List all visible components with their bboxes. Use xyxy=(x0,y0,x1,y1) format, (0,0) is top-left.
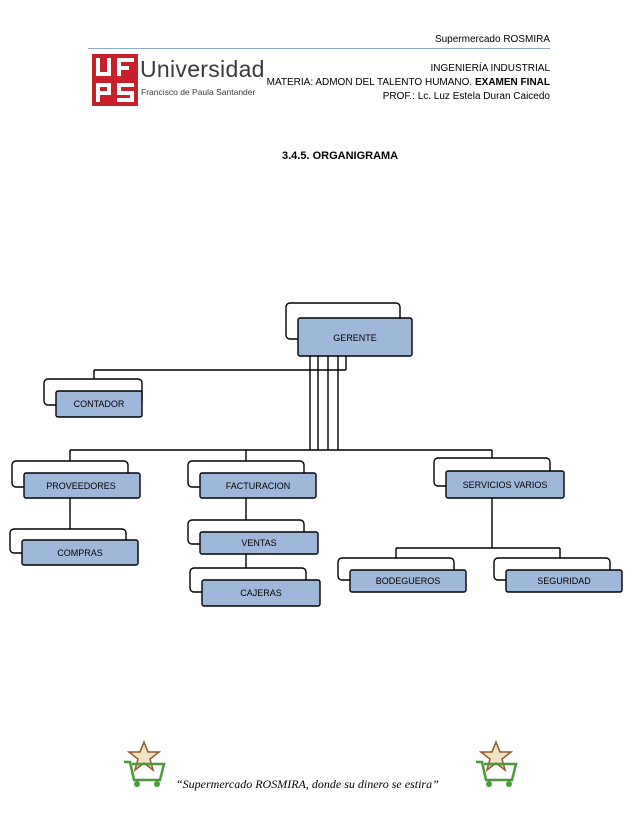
header-program: INGENIERÍA INDUSTRIAL xyxy=(430,63,550,74)
header-exam-label: EXAMEN FINAL xyxy=(475,77,550,88)
org-node-contador-label: CONTADOR xyxy=(74,399,125,409)
org-node-servicios-label: SERVICIOS VARIOS xyxy=(463,480,548,490)
shopping-cart-star-icon xyxy=(124,740,166,787)
org-node-facturacion: FACTURACION xyxy=(187,460,317,499)
org-node-bodegueros: BODEGUEROS xyxy=(337,557,467,593)
logo-subtitle: Francisco de Paula Santander xyxy=(141,87,256,97)
header-subject-prefix: MATERIA: ADMON DEL TALENTO HUMANO. xyxy=(266,77,473,88)
org-node-bodegueros-label: BODEGUEROS xyxy=(376,576,441,586)
org-node-compras: COMPRAS xyxy=(9,528,139,566)
section-title: 3.4.5. ORGANIGRAMA xyxy=(282,150,399,162)
org-node-contador: CONTADOR xyxy=(43,378,143,418)
org-node-proveedores-label: PROVEEDORES xyxy=(46,481,116,491)
logo-wordmark: Universidad xyxy=(140,56,265,82)
org-node-ventas: VENTAS xyxy=(187,519,319,555)
org-node-seguridad-label: SEGURIDAD xyxy=(537,576,591,586)
org-node-ventas-label: VENTAS xyxy=(241,538,276,548)
university-logo: Universidad Francisco de Paula Santander xyxy=(92,54,265,108)
org-node-gerente: GERENTE xyxy=(285,302,413,357)
org-connectors xyxy=(69,356,561,568)
footer-slogan: “Supermercado ROSMIRA, donde su dinero s… xyxy=(176,777,439,791)
header-divider xyxy=(88,48,550,49)
org-node-facturacion-label: FACTURACION xyxy=(226,481,291,491)
header-subject: MATERIA: ADMON DEL TALENTO HUMANO. EXAME… xyxy=(267,76,550,90)
org-node-seguridad: SEGURIDAD xyxy=(493,557,623,593)
header-course-info: INGENIERÍA INDUSTRIAL MATERIA: ADMON DEL… xyxy=(267,62,550,104)
header-store-name: Supermercado ROSMIRA xyxy=(434,34,550,45)
org-node-cajeras: CAJERAS xyxy=(189,567,321,607)
org-node-proveedores: PROVEEDORES xyxy=(11,460,141,499)
org-node-servicios-varios: SERVICIOS VARIOS xyxy=(433,457,565,499)
shopping-cart-star-icon xyxy=(476,740,518,787)
org-node-gerente-label: GERENTE xyxy=(333,333,377,343)
org-node-compras-label: COMPRAS xyxy=(57,548,103,558)
header-professor: PROF.: Lc. Luz Estela Duran Caicedo xyxy=(382,91,550,102)
ufps-emblem-icon xyxy=(92,54,138,106)
org-node-cajeras-label: CAJERAS xyxy=(240,588,282,598)
